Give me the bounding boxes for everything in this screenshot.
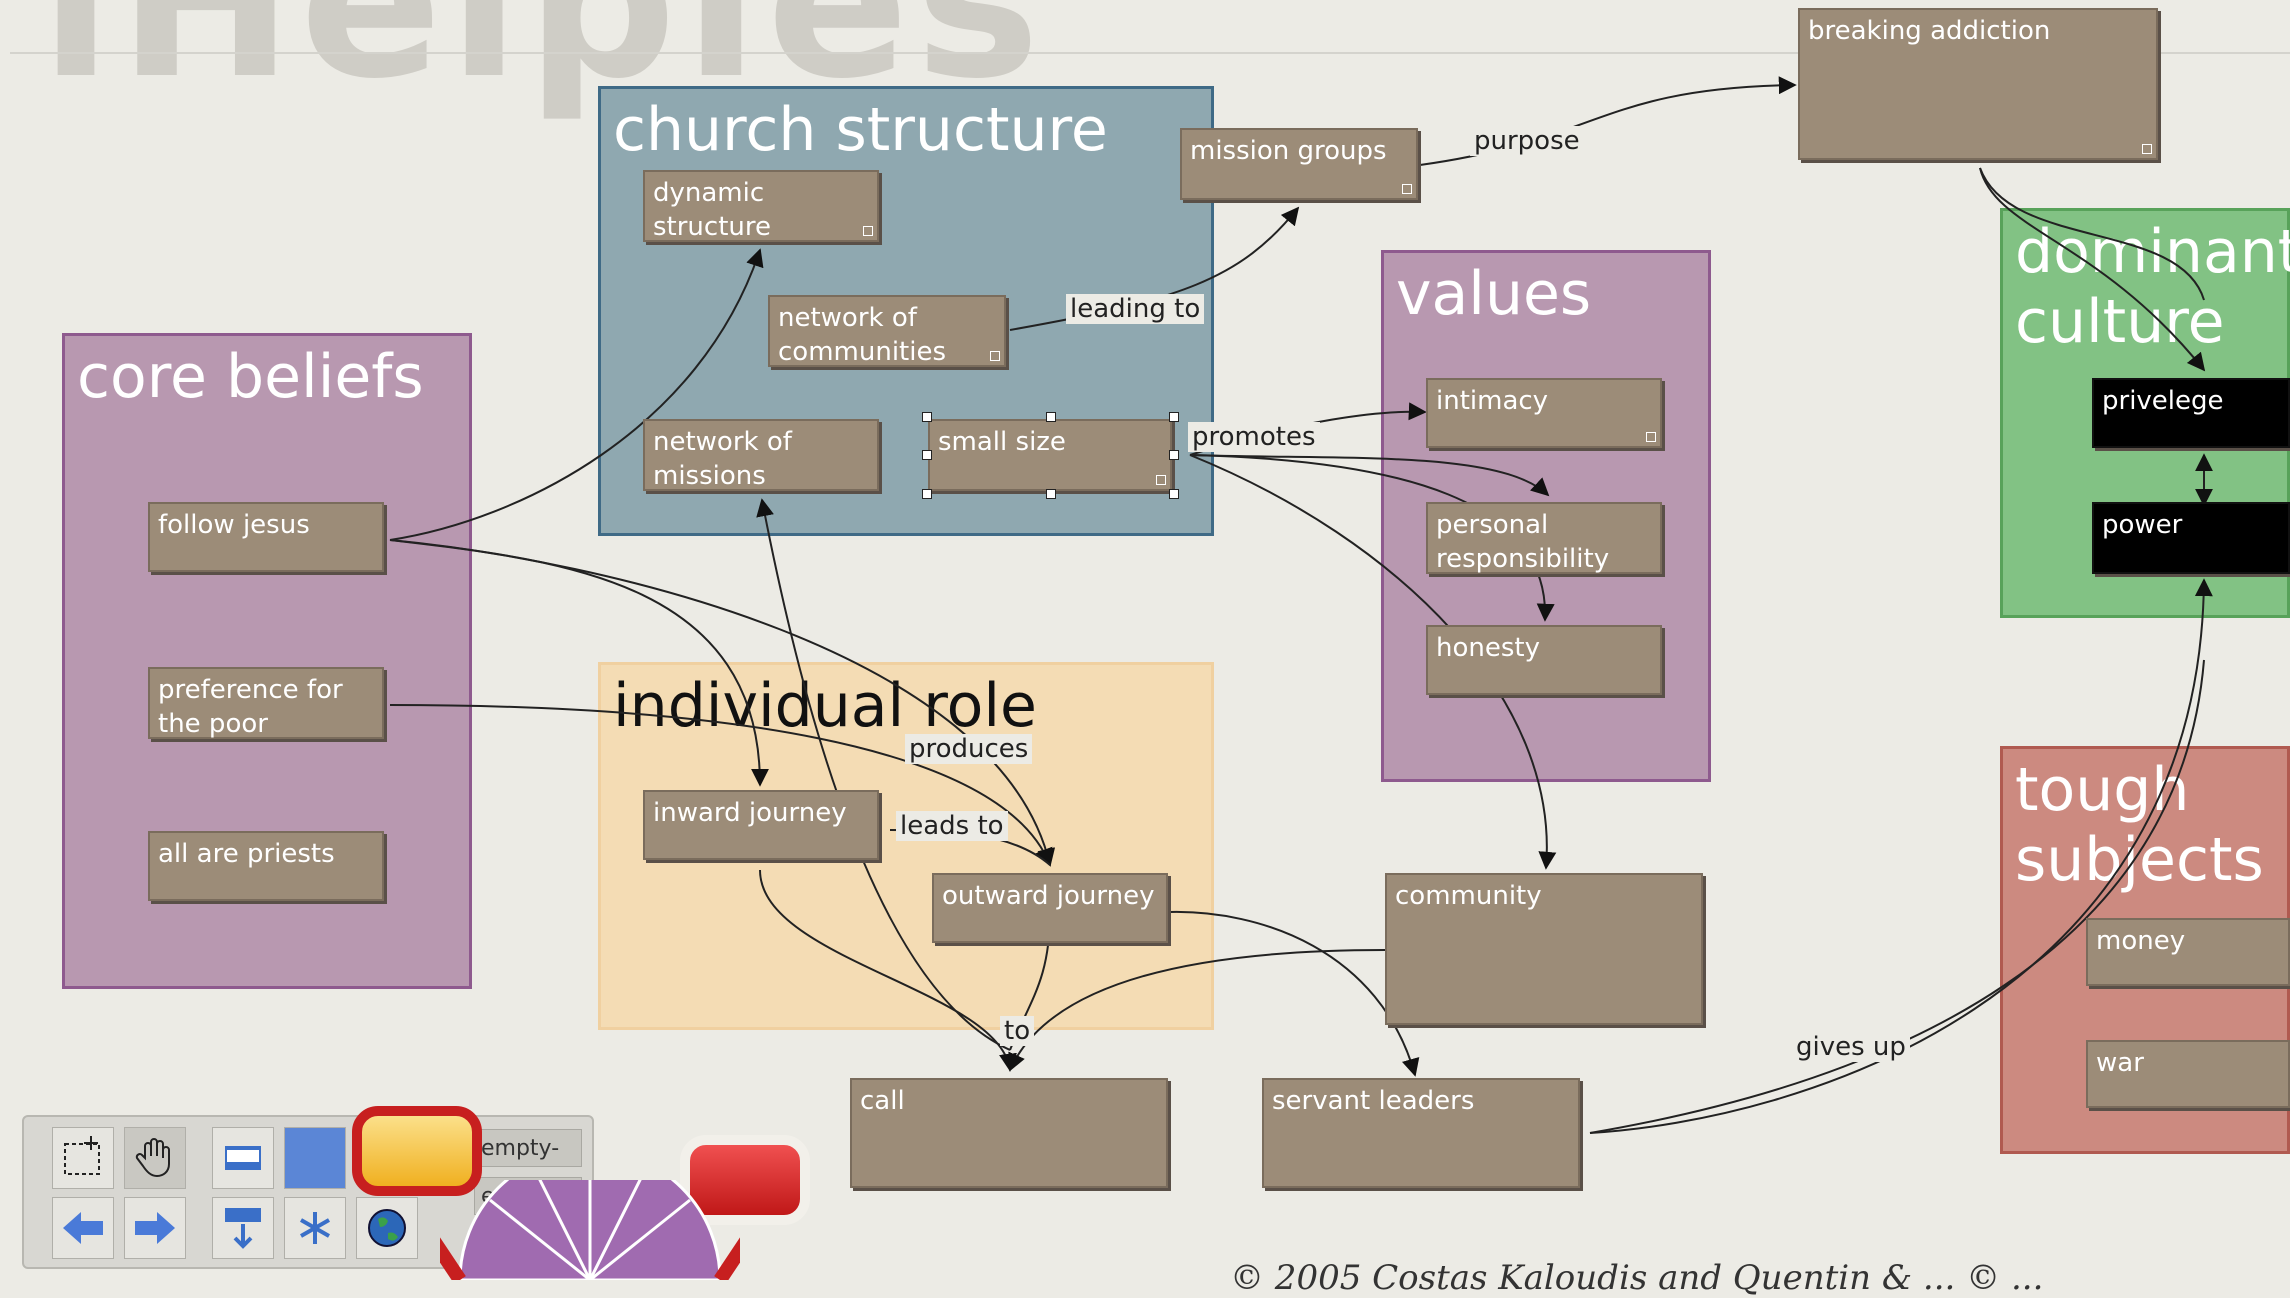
node-small-size[interactable]: small size (928, 419, 1172, 491)
node-mission-groups[interactable]: mission groups (1180, 128, 1418, 200)
selection-handle[interactable] (1046, 412, 1056, 422)
node-outward-journey[interactable]: outward journey (932, 873, 1168, 943)
node-label: power (2102, 510, 2183, 540)
node-label: network of missions (653, 427, 792, 491)
selection-handle[interactable] (1169, 450, 1179, 460)
node-money[interactable]: money (2086, 918, 2290, 986)
overlay-dial-icon (440, 1180, 740, 1280)
node-label: follow jesus (158, 510, 310, 540)
node-label: privelege (2102, 386, 2224, 416)
box-tool-icon[interactable] (212, 1127, 274, 1189)
forward-arrow-icon[interactable] (124, 1197, 186, 1259)
selection-handle[interactable] (1169, 489, 1179, 499)
node-label: money (2096, 926, 2186, 956)
node-label: all are priests (158, 839, 335, 869)
node-privelege[interactable]: privelege (2092, 378, 2290, 448)
node-breaking-addiction[interactable]: breaking addiction (1798, 8, 2158, 160)
resize-handle-icon[interactable] (1402, 184, 1412, 194)
node-network-of-missions[interactable]: network of missions (643, 419, 879, 491)
select-tool-icon[interactable] (52, 1127, 114, 1189)
node-label: community (1395, 881, 1542, 911)
tool-palette: empty- empty- (22, 1115, 594, 1269)
node-community[interactable]: community (1385, 873, 1703, 1025)
selection-handle[interactable] (922, 450, 932, 460)
node-label: outward journey (942, 881, 1155, 911)
node-call[interactable]: call (850, 1078, 1168, 1188)
copyright-footer: © 2005 Costas Kaloudis and Quentin & ...… (1230, 1258, 2044, 1298)
selection-handle[interactable] (922, 412, 932, 422)
node-label: call (860, 1086, 905, 1116)
edge-label-promotes[interactable]: promotes (1188, 422, 1320, 452)
color-swatch-icon[interactable] (284, 1127, 346, 1189)
node-label: preference for the poor (158, 675, 343, 739)
node-label: intimacy (1436, 386, 1549, 416)
region-title: core beliefs (77, 342, 424, 412)
node-label: inward journey (653, 798, 847, 828)
node-inward-journey[interactable]: inward journey (643, 790, 879, 860)
edge-label-leading-to[interactable]: leading to (1066, 294, 1205, 324)
node-all-are-priests[interactable]: all are priests (148, 831, 384, 901)
node-network-of-communities[interactable]: network of communities (768, 295, 1006, 367)
edge-label-gives-up[interactable]: gives up (1792, 1032, 1910, 1062)
resize-handle-icon[interactable] (2142, 144, 2152, 154)
node-label: personal responsibility (1436, 510, 1610, 574)
edge-label-to[interactable]: to (1000, 1016, 1035, 1046)
node-preference-for-the-poor[interactable]: preference for the poor (148, 667, 384, 739)
region-title: church structure (613, 95, 1108, 165)
node-label: mission groups (1190, 136, 1387, 166)
resize-handle-icon[interactable] (990, 351, 1000, 361)
hand-tool-icon[interactable] (124, 1127, 186, 1189)
node-label: breaking addiction (1808, 16, 2051, 46)
node-intimacy[interactable]: intimacy (1426, 378, 1662, 448)
node-power[interactable]: power (2092, 502, 2290, 574)
selection-handle[interactable] (1046, 489, 1056, 499)
node-honesty[interactable]: honesty (1426, 625, 1662, 695)
node-label: war (2096, 1048, 2144, 1078)
globe-icon[interactable] (356, 1197, 418, 1259)
slot-1[interactable]: empty- (474, 1129, 582, 1167)
region-title: individual role (613, 671, 1037, 741)
snowflake-icon[interactable] (284, 1197, 346, 1259)
edge-label-leads-to[interactable]: leads to (896, 811, 1008, 841)
resize-handle-icon[interactable] (1646, 432, 1656, 442)
overlay-red-button[interactable] (680, 1135, 810, 1225)
node-servant-leaders[interactable]: servant leaders (1262, 1078, 1580, 1188)
selection-handle[interactable] (1169, 412, 1179, 422)
edge-label-purpose[interactable]: purpose (1470, 126, 1584, 156)
header-divider (10, 52, 2290, 54)
overlay-yellow-button[interactable] (352, 1106, 482, 1196)
node-dynamic-structure[interactable]: dynamic structure (643, 170, 879, 242)
node-follow-jesus[interactable]: follow jesus (148, 502, 384, 572)
node-label: servant leaders (1272, 1086, 1475, 1116)
selection-handle[interactable] (922, 489, 932, 499)
node-label: dynamic structure (653, 178, 771, 242)
node-label: network of communities (778, 303, 946, 367)
node-label: small size (938, 427, 1066, 457)
back-arrow-icon[interactable] (52, 1197, 114, 1259)
edge-label-produces[interactable]: produces (905, 734, 1033, 764)
region-title: dominant culture (2015, 217, 2290, 357)
node-war[interactable]: war (2086, 1040, 2290, 1108)
region-title: values (1396, 259, 1592, 329)
node-label: honesty (1436, 633, 1540, 663)
drop-arrow-icon[interactable] (212, 1197, 274, 1259)
node-personal-responsibility[interactable]: personal responsibility (1426, 502, 1662, 574)
resize-handle-icon[interactable] (1156, 475, 1166, 485)
resize-handle-icon[interactable] (863, 226, 873, 236)
